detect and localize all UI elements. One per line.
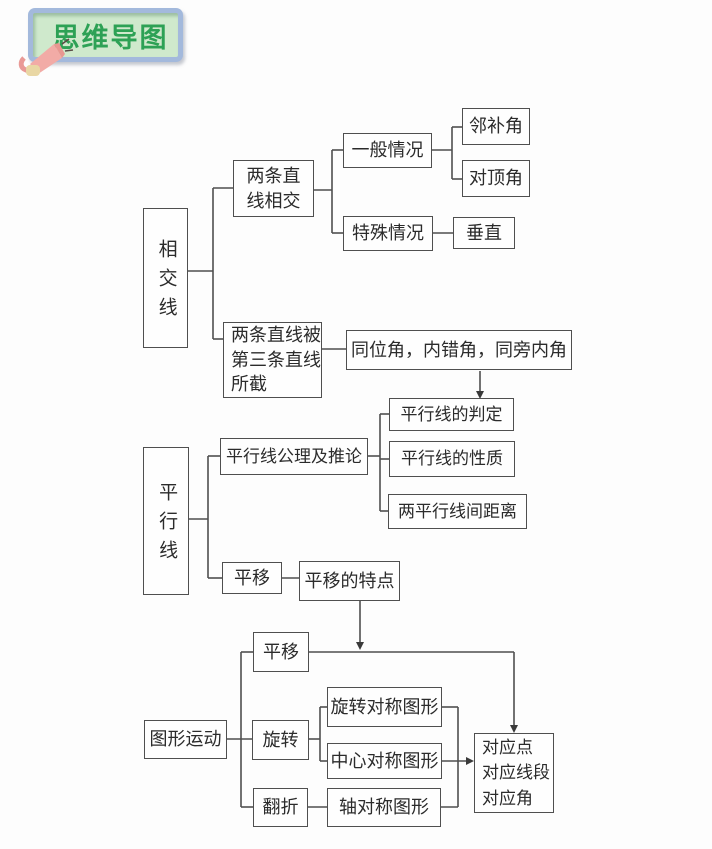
node-general-case: 一般情况 bbox=[343, 133, 432, 168]
node-corresponding-elements: 对应点 对应线段 对应角 bbox=[474, 733, 554, 813]
node-parallel-judgment: 平行线的判定 bbox=[389, 398, 514, 431]
node-central-symmetry-figure: 中心对称图形 bbox=[327, 743, 442, 779]
node-cut-by-third-line: 两条直线被 第三条直线 所截 bbox=[223, 322, 322, 398]
node-parallel-lines: 平行线 bbox=[143, 447, 189, 595]
node-adjacent-supplementary-angles: 邻补角 bbox=[462, 108, 530, 145]
node-translation: 平移 bbox=[222, 562, 282, 594]
page-title: 思维导图 bbox=[52, 22, 169, 53]
node-special-case: 特殊情况 bbox=[343, 216, 433, 251]
node-parallel-property: 平行线的性质 bbox=[389, 441, 515, 477]
node-folding: 翻折 bbox=[253, 788, 308, 827]
node-translation-features: 平移的特点 bbox=[299, 561, 400, 601]
node-angle-types: 同位角，内错角，同旁内角 bbox=[346, 330, 572, 370]
node-rotation: 旋转 bbox=[252, 720, 309, 760]
megaphone-icon bbox=[18, 38, 74, 76]
node-axial-symmetry-figure: 轴对称图形 bbox=[327, 788, 441, 827]
node-vertical-angles: 对顶角 bbox=[462, 160, 530, 197]
node-rotational-symmetry-figure: 旋转对称图形 bbox=[327, 687, 442, 727]
node-two-lines-intersect: 两条直 线相交 bbox=[233, 160, 314, 217]
title-badge: 思维导图 bbox=[18, 8, 183, 76]
node-translation-motion: 平移 bbox=[253, 632, 309, 672]
node-figure-motion: 图形运动 bbox=[144, 720, 227, 759]
node-parallel-axiom: 平行线公理及推论 bbox=[220, 438, 368, 475]
node-perpendicular: 垂直 bbox=[453, 217, 515, 249]
node-intersecting-lines: 相交线 bbox=[143, 208, 188, 348]
node-distance-between-parallels: 两平行线间距离 bbox=[388, 494, 527, 529]
